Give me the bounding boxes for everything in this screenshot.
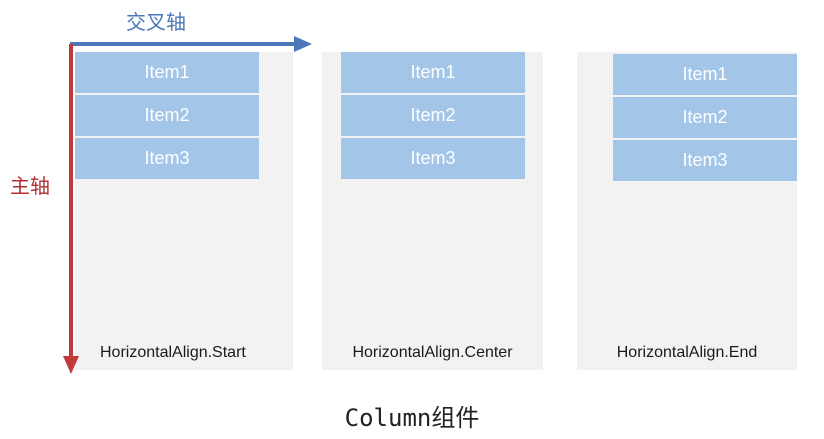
column-end-items: Item1 Item2 Item3 — [613, 54, 797, 181]
column-start-label: HorizontalAlign.Start — [100, 344, 246, 361]
column-end-container: Item1 Item2 Item3 HorizontalAlign.End — [577, 52, 797, 370]
list-item: Item2 — [75, 95, 259, 136]
column-center-container: Item1 Item2 Item3 HorizontalAlign.Center — [322, 52, 543, 370]
cross-axis-arrow — [70, 36, 312, 52]
list-item: Item1 — [613, 54, 797, 95]
list-item: Item2 — [613, 97, 797, 138]
list-item: Item1 — [341, 52, 525, 93]
column-start-items: Item1 Item2 Item3 — [75, 52, 259, 179]
column-end-label: HorizontalAlign.End — [616, 344, 758, 361]
list-item: Item3 — [341, 138, 525, 179]
list-item: Item3 — [75, 138, 259, 179]
main-axis-label: 主轴 — [10, 174, 50, 198]
diagram-caption: Column组件 — [344, 404, 480, 432]
column-center-items: Item1 Item2 Item3 — [341, 52, 525, 179]
cross-axis-label: 交叉轴 — [126, 10, 186, 34]
column-start-container: Item1 Item2 Item3 HorizontalAlign.Start — [75, 52, 293, 370]
column-center-label: HorizontalAlign.Center — [352, 344, 513, 361]
list-item: Item3 — [613, 140, 797, 181]
list-item: Item2 — [341, 95, 525, 136]
list-item: Item1 — [75, 52, 259, 93]
